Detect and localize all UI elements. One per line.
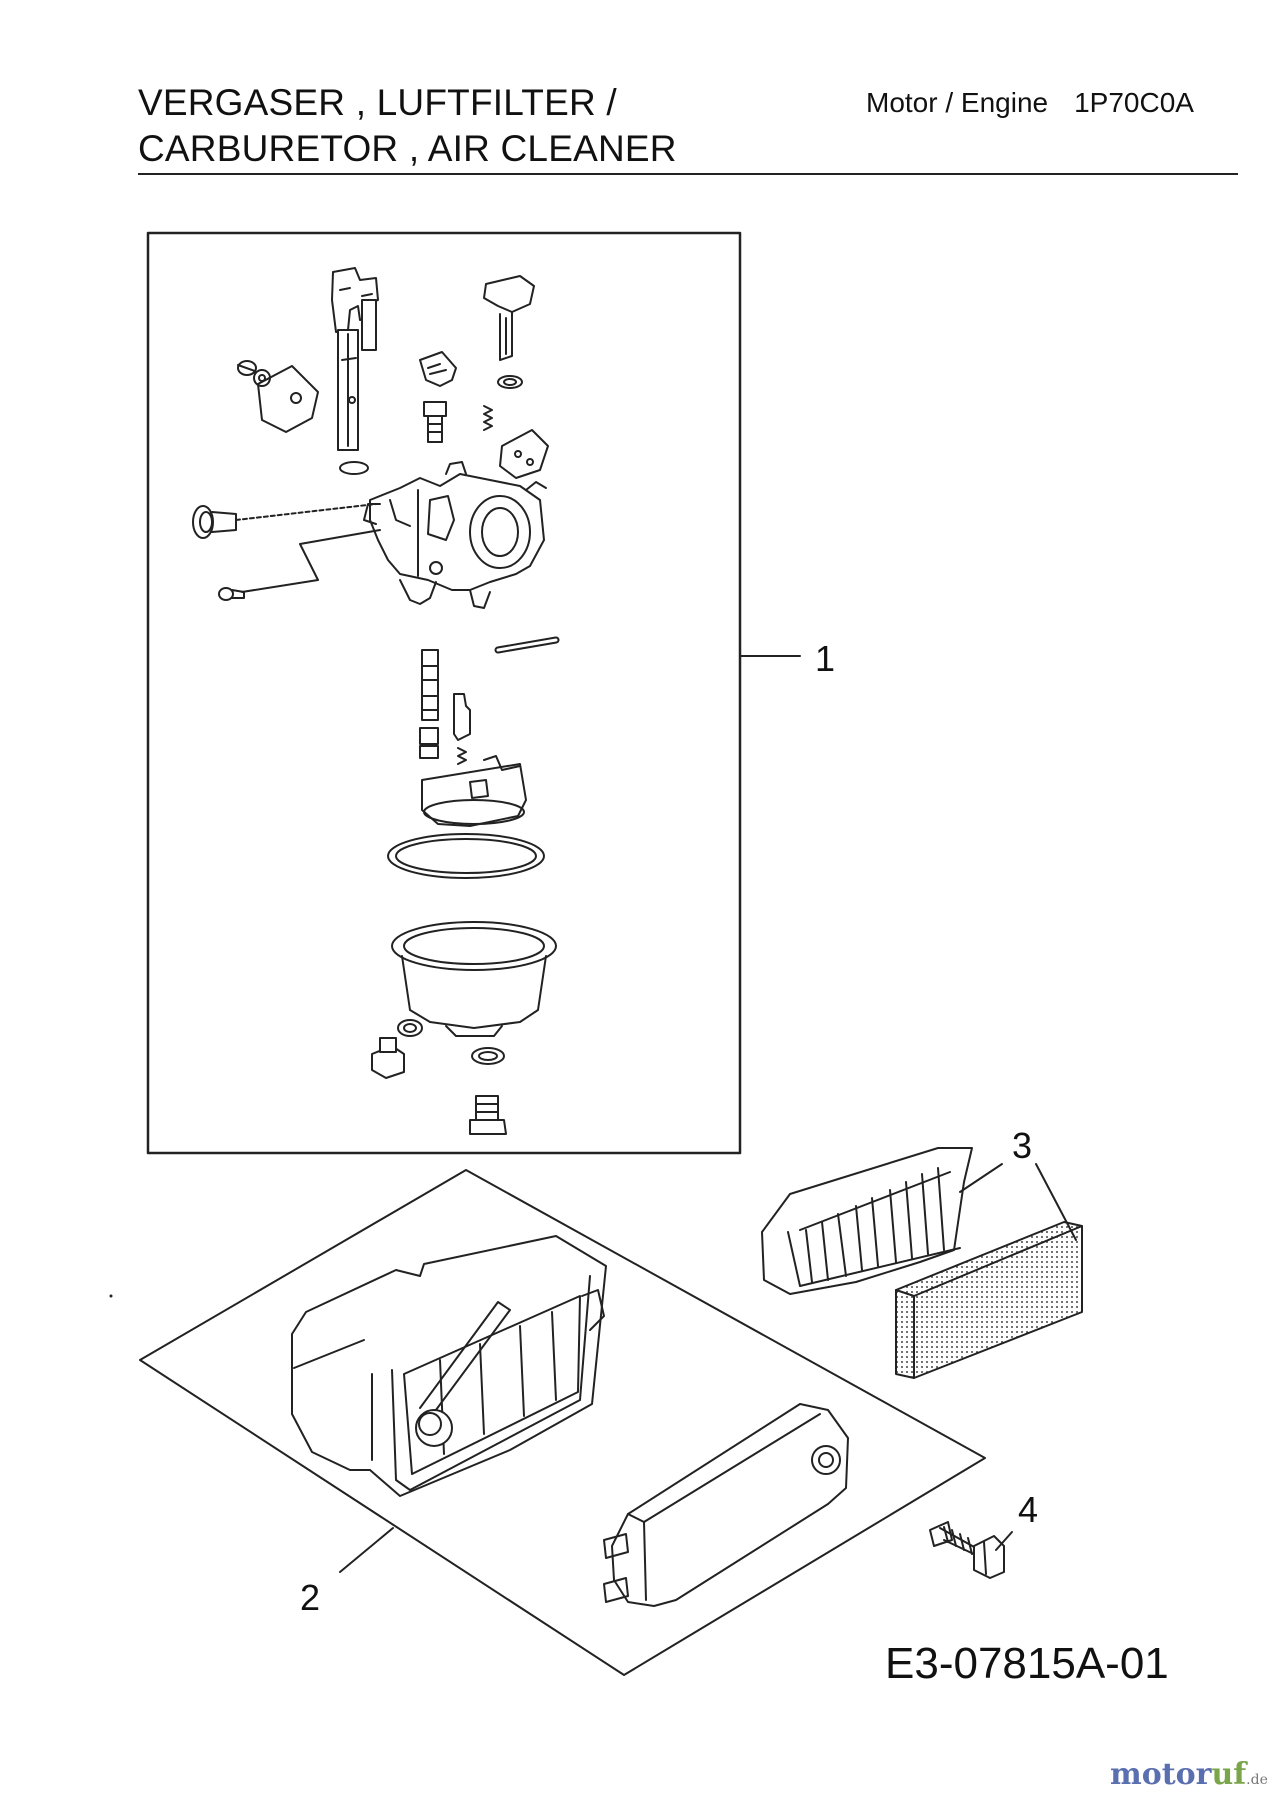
main-nozzle	[419, 649, 439, 759]
small-screw	[218, 587, 245, 601]
pilot-jet	[423, 401, 447, 443]
float-needle	[453, 693, 471, 765]
watermark-logo: motoruf.de	[1110, 1760, 1268, 1790]
bowl-washer	[471, 1047, 505, 1065]
engine-prefix: Motor / Engine	[866, 87, 1049, 118]
float	[421, 755, 527, 827]
gasket-plate	[499, 429, 549, 479]
watermark-tld: .de	[1246, 1772, 1268, 1788]
watermark-part-b: uf	[1211, 1757, 1247, 1792]
float-bowl	[391, 921, 557, 1037]
callout-1: 1	[815, 638, 835, 679]
callout-leader-4	[995, 1531, 1013, 1551]
carburetor-body	[363, 461, 547, 609]
title-line-1: VERGASER , LUFTFILTER /	[138, 82, 617, 123]
idle-bracket	[419, 351, 457, 387]
pleated-filter	[761, 1147, 973, 1295]
title-line-2: CARBURETOR , AIR CLEANER	[138, 128, 677, 169]
choke-plate	[237, 360, 319, 433]
air-cleaner-outline	[139, 1169, 986, 1676]
o-ring-top	[339, 461, 369, 475]
header-divider	[138, 173, 1238, 175]
wing-bolt	[929, 1521, 1005, 1579]
callout-3: 3	[1012, 1125, 1032, 1166]
air-cleaner-base	[291, 1235, 607, 1497]
choke-shaft	[331, 267, 379, 451]
stray-dot	[109, 1294, 113, 1298]
small-spring	[483, 405, 493, 431]
carburetor-assembly-frame	[146, 231, 742, 1155]
callout-leader-3b	[1035, 1163, 1077, 1241]
callout-4: 4	[1018, 1489, 1038, 1530]
document-code: E3-07815A-01	[885, 1639, 1169, 1688]
bowl-gasket	[387, 833, 545, 879]
callout-leader-2	[339, 1527, 394, 1573]
drain-screw	[371, 1037, 405, 1079]
engine-model: 1P70C0A	[1074, 87, 1194, 118]
air-cleaner-cover	[603, 1403, 849, 1607]
float-pin	[494, 636, 560, 654]
bowl-bolt	[469, 1095, 507, 1135]
callout-2: 2	[300, 1577, 320, 1618]
foam-filter	[895, 1221, 1083, 1379]
screw-leader	[241, 529, 381, 593]
engine-label: Motor / Engine 1P70C0A	[866, 89, 1194, 117]
watermark-part-a: motor	[1110, 1757, 1212, 1792]
idle-mixture-screw	[192, 503, 377, 539]
carburetor-exploded-parts	[192, 267, 560, 1135]
drain-washer	[397, 1019, 423, 1037]
throttle-stop-screw	[483, 275, 535, 389]
callout-leader-3a	[959, 1163, 1003, 1193]
